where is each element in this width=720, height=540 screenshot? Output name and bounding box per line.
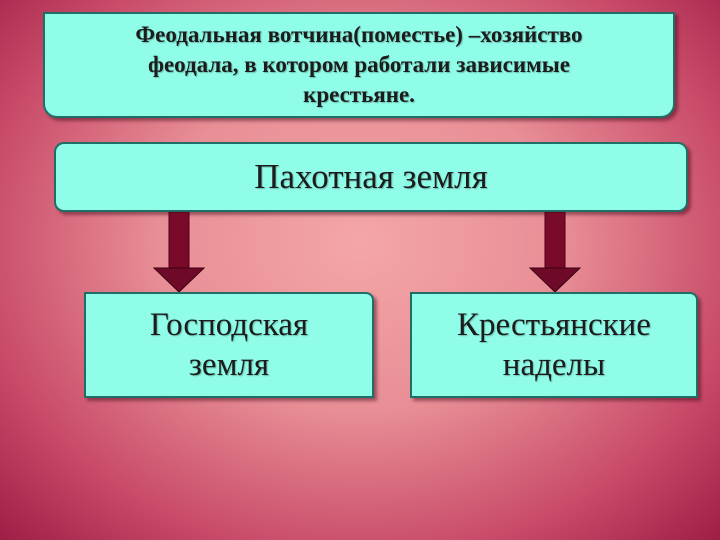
definition-line-1: Феодальная вотчина(поместье) –хозяйство — [135, 22, 583, 47]
definition-line-3: крестьяне. — [303, 82, 415, 107]
node-peasant-allotments-line-1: Крестьянские — [457, 307, 651, 343]
definition-box: Феодальная вотчина(поместье) –хозяйство … — [43, 12, 675, 118]
arrow-down-right — [528, 212, 582, 292]
node-lords-land-line-1: Господская — [149, 307, 309, 343]
node-peasant-allotments-line-2: наделы — [502, 347, 606, 383]
node-lords-land: Господская земля — [84, 292, 374, 398]
root-node-label: Пахотная земля — [254, 157, 488, 196]
node-peasant-allotments: Крестьянские наделы — [410, 292, 698, 398]
root-node-arable-land: Пахотная земля — [54, 142, 688, 212]
node-lords-land-line-2: земля — [188, 347, 270, 383]
arrow-down-left — [152, 212, 206, 292]
definition-line-2: феодала, в котором работали зависимые — [148, 52, 570, 77]
